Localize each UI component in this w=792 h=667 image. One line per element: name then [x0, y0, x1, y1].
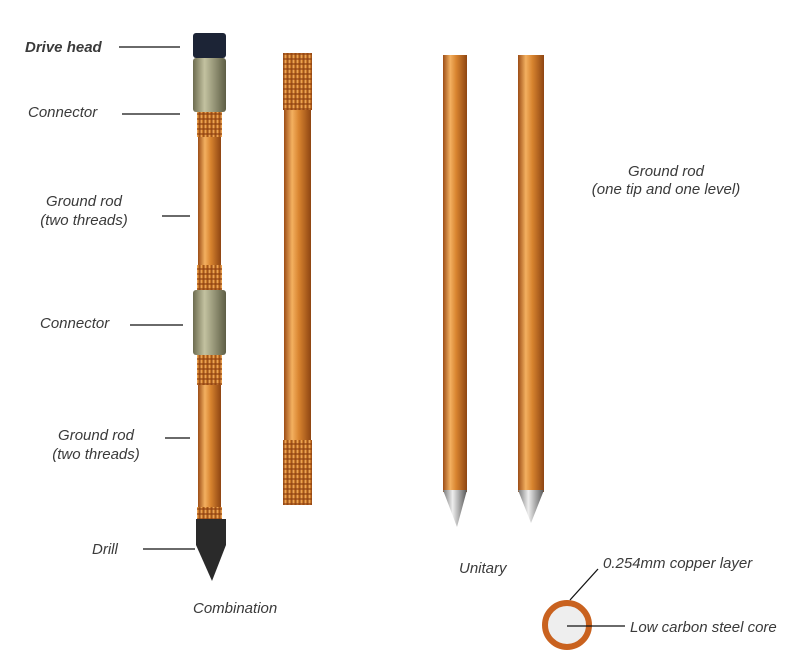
label-ground-rod-unitary-line1: Ground rod [628, 163, 704, 180]
drive-head [193, 33, 226, 58]
drill-tip [196, 519, 226, 581]
label-ground-rod-unitary-line2: (one tip and one level) [591, 181, 741, 198]
combination-rod [193, 33, 226, 581]
unitary-rod-1 [443, 55, 467, 527]
label-ground-rod-1-line2: (two threads) [40, 212, 128, 229]
label-copper-layer: 0.254mm copper layer [603, 555, 753, 572]
label-connector-1: Connector [28, 104, 98, 121]
unitary-rod-2 [518, 55, 544, 523]
two-thread-rod [283, 53, 312, 505]
connector-top [193, 58, 226, 112]
label-ground-rod-2-line1: Ground rod [58, 427, 134, 444]
label-combination: Combination [193, 600, 278, 617]
cross-section [542, 600, 592, 650]
label-ground-rod-2-line2: (two threads) [52, 446, 140, 463]
label-drill: Drill [92, 541, 118, 558]
label-unitary: Unitary [459, 560, 507, 577]
label-ground-rod-1-line1: Ground rod [46, 193, 122, 210]
ground-rod-segment-2 [198, 385, 221, 507]
label-drive-head: Drive head [25, 39, 102, 56]
ground-rod-segment-1 [198, 137, 221, 265]
connector-middle [193, 290, 226, 355]
leader-lines [119, 46, 625, 627]
label-connector-2: Connector [40, 315, 110, 332]
label-steel-core: Low carbon steel core [630, 619, 777, 636]
